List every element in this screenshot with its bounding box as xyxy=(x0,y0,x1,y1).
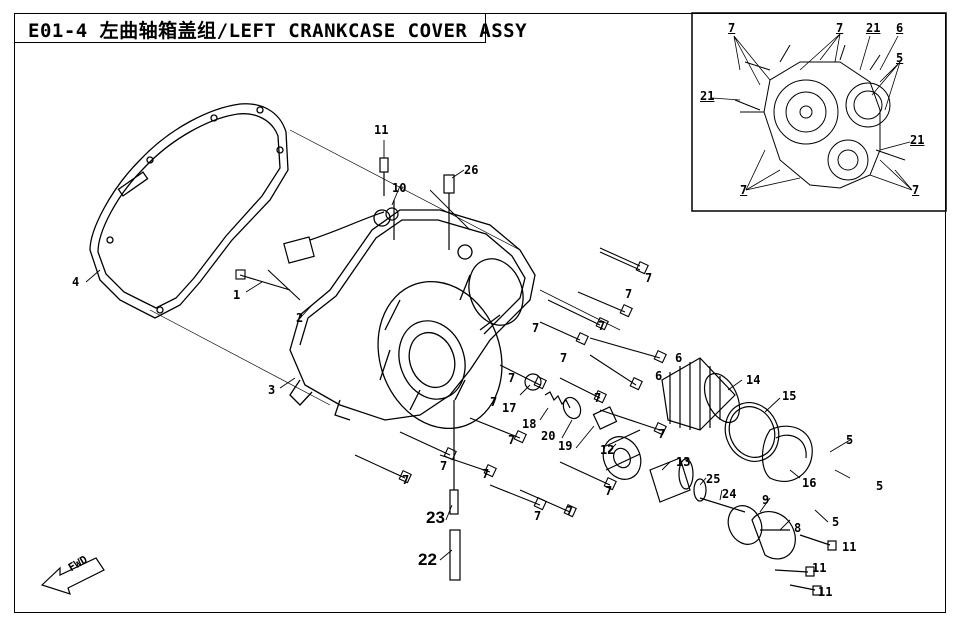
callout-7b: 7 xyxy=(625,287,633,301)
filter-cover xyxy=(724,402,813,483)
callout-6a: 6 xyxy=(675,351,683,365)
inset-callout-5: 5 xyxy=(896,51,904,65)
callout-14: 14 xyxy=(746,373,761,387)
crankcase-cover xyxy=(289,209,536,430)
callout-7c: 7 xyxy=(532,321,540,335)
callout-5b: 5 xyxy=(876,479,884,493)
callout-7j: 7 xyxy=(508,433,516,447)
inset-callout-7d: 7 xyxy=(912,183,920,197)
callout-25: 25 xyxy=(706,472,721,486)
callout-6b: 6 xyxy=(655,369,663,383)
relief-valve-parts xyxy=(524,373,618,430)
cap-bolts xyxy=(774,534,837,596)
diagram-title: E01-4 左曲轴箱盖组/LEFT CRANKCASE COVER ASSY xyxy=(28,20,528,42)
callout-10: 10 xyxy=(392,181,407,195)
callout-18: 18 xyxy=(522,417,537,431)
callout-3: 3 xyxy=(268,383,276,397)
callout-7f: 7 xyxy=(508,371,516,385)
inset-callout-6: 6 xyxy=(896,21,904,35)
callout-2: 2 xyxy=(296,311,304,325)
callout-26: 26 xyxy=(464,163,479,177)
inset-box xyxy=(691,12,947,212)
callout-13: 13 xyxy=(676,455,691,469)
callout-24: 24 xyxy=(722,487,737,501)
inset-callout-7b: 7 xyxy=(836,21,844,35)
callout-11-b: 11 xyxy=(842,540,857,554)
callout-22: 22 xyxy=(418,550,437,569)
inset-callout-7a: 7 xyxy=(728,21,736,35)
callout-7i: 7 xyxy=(658,427,666,441)
callout-7g: 7 xyxy=(594,391,602,405)
gasket-part xyxy=(89,103,289,319)
callout-20: 20 xyxy=(541,429,556,443)
inset-callout-21c: 21 xyxy=(910,133,925,147)
inset-callout-7c: 7 xyxy=(740,183,748,197)
inset-leader-lines xyxy=(711,33,913,191)
fwd-arrow-icon xyxy=(40,557,105,595)
callout-23: 23 xyxy=(426,508,445,527)
inset-assembled-cover xyxy=(734,44,906,189)
oil-filter xyxy=(661,357,741,431)
callout-7h: 7 xyxy=(490,395,498,409)
callout-11-d: 11 xyxy=(818,585,833,599)
callout-7k: 7 xyxy=(440,459,448,473)
callout-7d: 7 xyxy=(598,319,606,333)
callout-12: 12 xyxy=(600,443,615,457)
inset-callout-21a: 21 xyxy=(866,21,881,35)
callout-7o: 7 xyxy=(534,509,542,523)
bushing-set xyxy=(649,457,746,513)
callout-7a: 7 xyxy=(645,271,653,285)
callout-19: 19 xyxy=(558,439,573,453)
callout-16: 16 xyxy=(802,476,817,490)
sensor-wire xyxy=(283,200,399,264)
callout-4: 4 xyxy=(72,275,80,289)
leader-lines xyxy=(85,140,851,561)
callout-5a: 5 xyxy=(846,433,854,447)
callout-5c: 5 xyxy=(832,515,840,529)
callout-7l: 7 xyxy=(482,467,490,481)
bolt-and-dowel xyxy=(379,157,455,250)
cap-assembly xyxy=(727,505,796,560)
bolts xyxy=(235,247,667,518)
callout-8: 8 xyxy=(794,521,802,535)
callout-17: 17 xyxy=(502,401,517,415)
callout-7e: 7 xyxy=(560,351,568,365)
title-box xyxy=(14,13,486,43)
dowel-pins xyxy=(449,400,461,581)
callout-1: 1 xyxy=(233,288,241,302)
callout-9: 9 xyxy=(762,493,770,507)
inset-callout-21b: 21 xyxy=(700,89,715,103)
callout-15: 15 xyxy=(782,389,797,403)
callout-11-c: 11 xyxy=(812,561,827,575)
callout-7m: 7 xyxy=(402,473,410,487)
projection-lines xyxy=(149,129,621,406)
drawing-frame xyxy=(14,13,946,613)
bearing xyxy=(602,429,642,480)
callout-11-top: 11 xyxy=(374,123,389,137)
callout-7n: 7 xyxy=(605,484,613,498)
callout-7p: 7 xyxy=(566,504,574,518)
